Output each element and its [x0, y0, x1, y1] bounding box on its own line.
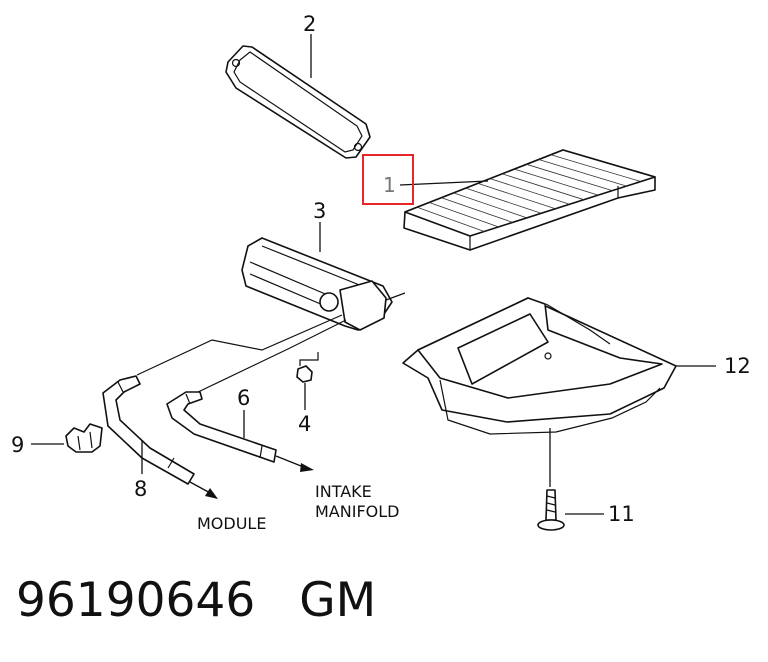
filter-pleat-line [538, 159, 627, 187]
part-1-filter [399, 149, 656, 251]
part-6-hose [166, 391, 314, 472]
callout-3: 3 [313, 199, 326, 223]
filter-pleat-line [465, 187, 542, 214]
part-3-housing [241, 222, 406, 331]
filter-pleat-line [489, 178, 570, 205]
filter-pleat-line [441, 197, 513, 223]
highlight-box [362, 154, 414, 205]
callout-9: 9 [11, 433, 24, 457]
callout-1: 1 [383, 173, 396, 197]
label-manifold: MANIFOLD [315, 502, 399, 521]
part-11-screw [537, 489, 604, 531]
filter-pleat-line [550, 154, 641, 182]
brand-name: GM [299, 573, 377, 628]
part-8-hose [102, 375, 218, 499]
filter-pleat-line [514, 168, 599, 196]
part-4-grommet [296, 352, 319, 410]
footer-caption: 96190646 GM [16, 573, 376, 628]
callout-11: 11 [608, 502, 635, 526]
filter-pleat-line [526, 163, 613, 191]
part-12-tray [402, 297, 716, 487]
part-2-gasket [225, 34, 371, 159]
callout-4: 4 [298, 412, 311, 436]
callout-12: 12 [724, 354, 751, 378]
filter-pleats [417, 154, 641, 232]
callout-6: 6 [237, 386, 250, 410]
filter-pleat-line [502, 173, 584, 201]
filter-pleat-line [477, 183, 556, 210]
filter-pleat-line [429, 202, 499, 228]
part-9-clip [31, 423, 103, 453]
callout-8: 8 [134, 477, 147, 501]
callout-2: 2 [303, 12, 316, 36]
label-module: MODULE [197, 514, 266, 533]
part-number: 96190646 [16, 573, 256, 628]
hose-routing [136, 314, 347, 394]
filter-pleat-line [453, 192, 528, 219]
label-intake: INTAKE [315, 482, 372, 501]
filter-pleat-line [417, 206, 485, 232]
